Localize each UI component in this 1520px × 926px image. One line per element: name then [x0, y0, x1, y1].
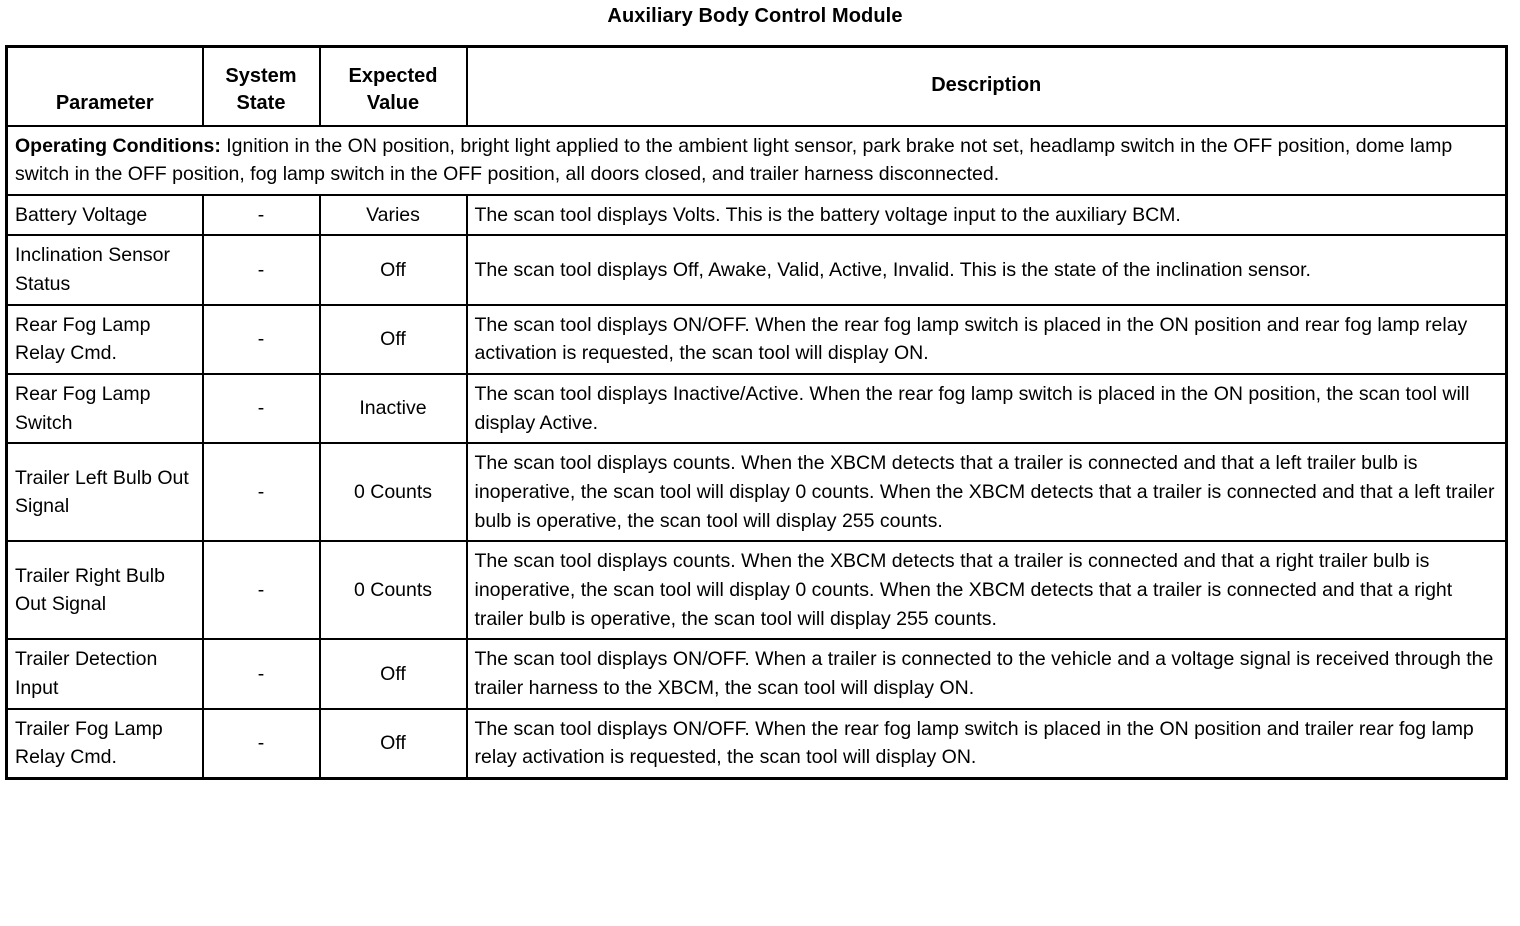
column-header-parameter: Parameter: [5, 45, 204, 127]
cell-expected-value: Off: [318, 234, 468, 306]
parameter-spec-table: Parameter System State Expected Value De…: [5, 45, 1508, 780]
table-row: Trailer Detection Input - Off The scan t…: [5, 638, 1508, 710]
table-row: Trailer Left Bulb Out Signal - 0 Counts …: [5, 442, 1508, 543]
cell-expected-value: Varies: [318, 193, 468, 237]
cell-system-state: -: [201, 638, 321, 710]
column-header-expected-value-line1: Expected: [348, 64, 438, 87]
cell-expected-value: 0 Counts: [318, 442, 468, 543]
cell-expected-value: Off: [318, 638, 468, 710]
cell-parameter: Trailer Fog Lamp Relay Cmd.: [5, 707, 204, 780]
cell-parameter: Rear Fog Lamp Switch: [5, 373, 204, 445]
operating-conditions-row: Operating Conditions: Ignition in the ON…: [5, 124, 1508, 196]
cell-expected-value: Off: [318, 707, 468, 780]
cell-system-state: -: [201, 193, 321, 237]
cell-parameter: Battery Voltage: [5, 193, 204, 237]
table-row: Trailer Right Bulb Out Signal - 0 Counts…: [5, 540, 1508, 641]
cell-description: The scan tool displays counts. When the …: [465, 540, 1508, 641]
table-header-row: Parameter System State Expected Value De…: [5, 45, 1508, 127]
cell-description: The scan tool displays ON/OFF. When the …: [465, 707, 1508, 780]
cell-parameter: Trailer Left Bulb Out Signal: [5, 442, 204, 543]
cell-expected-value: Off: [318, 303, 468, 376]
table-header: Parameter System State Expected Value De…: [5, 45, 1508, 127]
column-header-system-state: System State: [201, 45, 321, 127]
column-header-system-state-line2: State: [236, 91, 286, 114]
cell-parameter: Rear Fog Lamp Relay Cmd.: [5, 303, 204, 376]
cell-system-state: -: [201, 303, 321, 376]
table-body: Operating Conditions: Ignition in the ON…: [5, 124, 1508, 780]
cell-description: The scan tool displays ON/OFF. When a tr…: [465, 638, 1508, 710]
column-header-description-label: Description: [931, 73, 1042, 96]
cell-parameter: Trailer Detection Input: [5, 638, 204, 710]
cell-description: The scan tool displays Volts. This is th…: [465, 193, 1508, 237]
operating-conditions-label: Operating Conditions:: [15, 134, 221, 157]
cell-system-state: -: [201, 373, 321, 445]
cell-system-state: -: [201, 707, 321, 780]
cell-expected-value: Inactive: [318, 373, 468, 445]
cell-system-state: -: [201, 442, 321, 543]
cell-description: The scan tool displays counts. When the …: [465, 442, 1508, 543]
table-row: Inclination Sensor Status - Off The scan…: [5, 234, 1508, 306]
cell-parameter: Inclination Sensor Status: [5, 234, 204, 306]
operating-conditions-text: Ignition in the ON position, bright ligh…: [15, 134, 1453, 186]
table-row: Rear Fog Lamp Switch - Inactive The scan…: [5, 373, 1508, 445]
column-header-parameter-label: Parameter: [55, 91, 154, 114]
column-header-expected-value: Expected Value: [318, 45, 468, 127]
cell-system-state: -: [201, 234, 321, 306]
operating-conditions-cell: Operating Conditions: Ignition in the ON…: [5, 124, 1508, 196]
cell-description: The scan tool displays Inactive/Active. …: [465, 373, 1508, 445]
column-header-expected-value-line2: Value: [366, 91, 420, 114]
column-header-system-state-line1: System: [225, 64, 297, 87]
cell-expected-value: 0 Counts: [318, 540, 468, 641]
cell-system-state: -: [201, 540, 321, 641]
table-row: Trailer Fog Lamp Relay Cmd. - Off The sc…: [5, 707, 1508, 780]
table-row: Rear Fog Lamp Relay Cmd. - Off The scan …: [5, 303, 1508, 376]
cell-description: The scan tool displays ON/OFF. When the …: [465, 303, 1508, 376]
cell-parameter: Trailer Right Bulb Out Signal: [5, 540, 204, 641]
table-row: Battery Voltage - Varies The scan tool d…: [5, 193, 1508, 237]
page-title: Auxiliary Body Control Module: [607, 5, 903, 27]
column-header-description: Description: [465, 45, 1508, 127]
spec-table-container: Parameter System State Expected Value De…: [5, 45, 1508, 780]
cell-description: The scan tool displays Off, Awake, Valid…: [465, 234, 1508, 306]
